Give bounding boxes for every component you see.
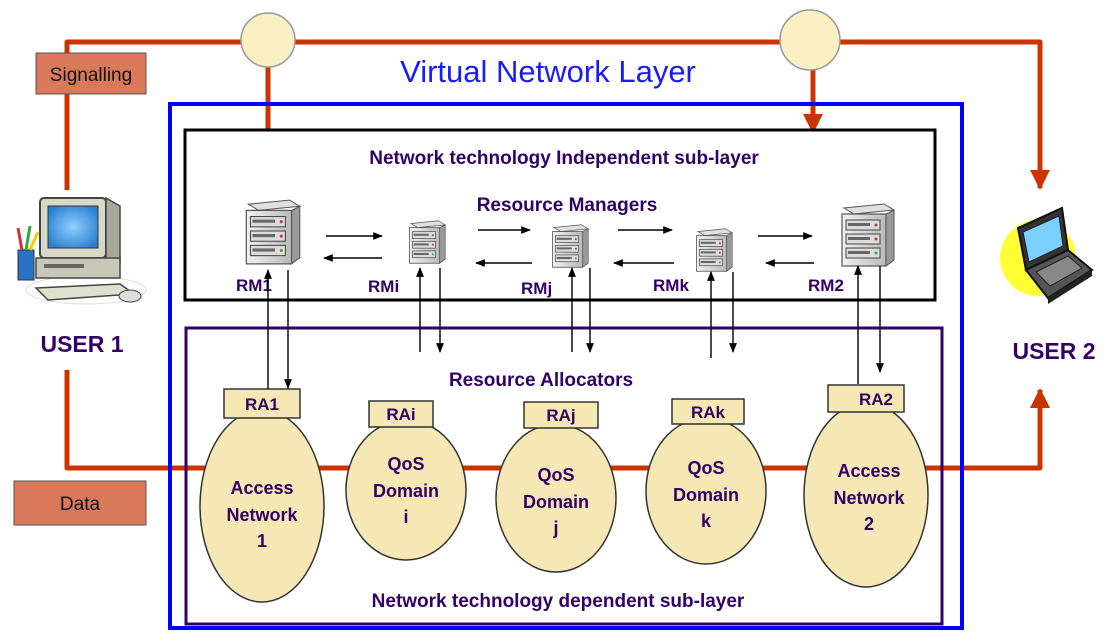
data-label-box	[13, 480, 147, 526]
access-network-1-line3: 1	[257, 531, 267, 551]
access-network-1-line2: Network	[226, 505, 298, 525]
qos-domain-k-line1: QoS	[687, 458, 724, 478]
independent-sublayer-box	[183, 128, 937, 302]
rm2-label: RM2	[808, 276, 844, 295]
dependent-sublayer-box	[184, 326, 944, 626]
raj-label: RAj	[546, 406, 575, 425]
access-network-2-line3: 2	[864, 514, 874, 534]
signalling-node-left	[240, 12, 296, 68]
rm1-label: RM1	[236, 276, 272, 295]
resource-managers-title: Resource Managers	[477, 195, 658, 216]
qos-domain-j-line1: QoS	[537, 465, 574, 485]
access-network-1-line1: Access	[230, 478, 293, 498]
independent-sublayer-title: Network technology Independent sub-layer	[369, 148, 759, 169]
ra-boxes	[223, 384, 905, 429]
resource-allocators-title: Resource Allocators	[449, 370, 633, 391]
data-label: Data	[60, 494, 101, 515]
qos-domain-j-line2: Domain	[523, 492, 589, 512]
rmi-label: RMi	[368, 277, 399, 296]
signalling-label-box	[35, 52, 147, 95]
rak-box	[671, 398, 745, 425]
rak-label: RAk	[691, 403, 726, 422]
user1-label: USER 1	[40, 331, 123, 357]
qos-domain-i-line3: i	[403, 507, 408, 527]
qos-domain-i-line2: Domain	[373, 481, 439, 501]
desktop-computer-icon	[16, 196, 147, 305]
qos-domain-k-line2: Domain	[673, 485, 739, 505]
page-title: Virtual Network Layer	[400, 54, 696, 89]
ra2-box	[827, 384, 905, 413]
qos-domain-j-line3: j	[552, 518, 558, 538]
rmj-label: RMj	[521, 279, 552, 298]
access-network-2-line2: Network	[833, 488, 905, 508]
ra1-box	[223, 388, 301, 419]
signalling-label: Signalling	[50, 65, 132, 86]
signalling-node-right	[779, 9, 841, 71]
qos-domain-i-line1: QoS	[387, 454, 424, 474]
ra1-label: RA1	[245, 395, 279, 414]
rai-label: RAi	[386, 405, 415, 424]
laptop-icon	[1000, 206, 1094, 304]
virtual-network-layer-frame	[168, 102, 964, 630]
rmk-label: RMk	[653, 276, 689, 295]
access-network-2-line1: Access	[837, 461, 900, 481]
user2-label: USER 2	[1012, 338, 1095, 364]
qos-domain-k-line3: k	[701, 511, 712, 531]
dependent-sublayer-title: Network technology dependent sub-layer	[372, 591, 745, 612]
ra2-label: RA2	[859, 390, 893, 409]
rai-box	[368, 400, 434, 428]
domain-ellipses	[199, 402, 929, 603]
rm-peer-arrows	[323, 226, 814, 267]
raj-box	[523, 401, 599, 429]
rm-ra-arrows	[264, 265, 884, 392]
